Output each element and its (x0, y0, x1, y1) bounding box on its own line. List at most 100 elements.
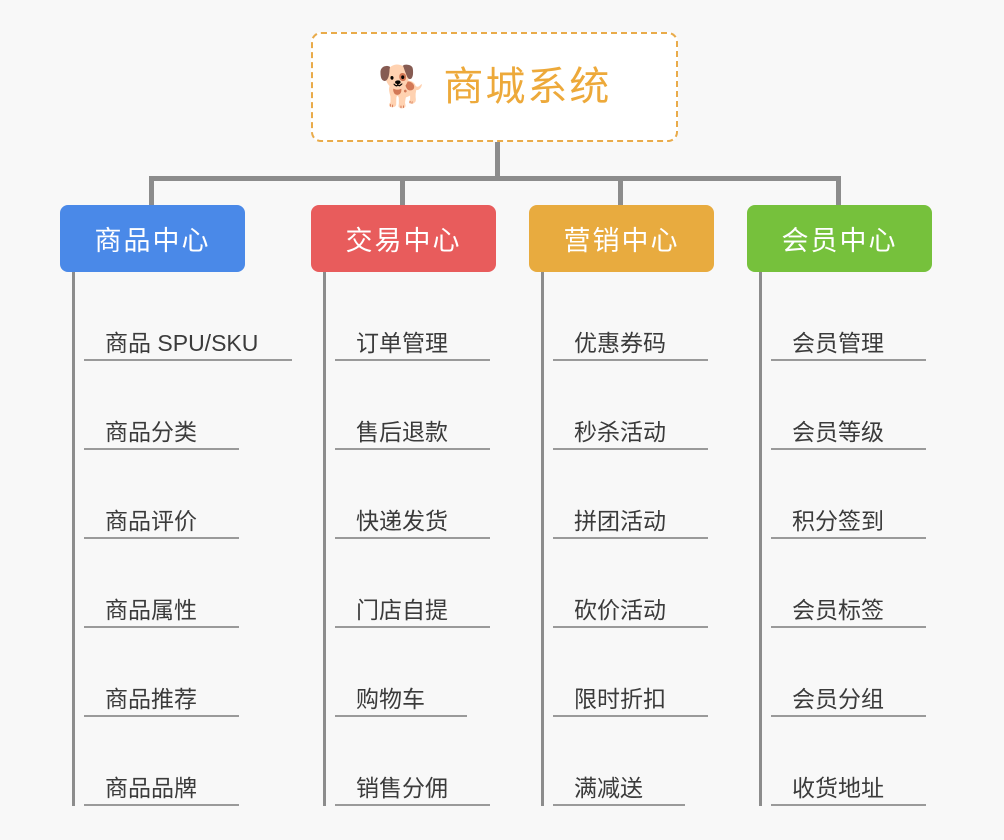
branch-bus-connector (149, 176, 841, 181)
leaf-item[interactable]: 售后退款 (323, 361, 531, 450)
leaf-item-label: 积分签到 (792, 507, 884, 534)
leaf-item[interactable]: 限时折扣 (541, 628, 749, 717)
leaf-underline (335, 715, 467, 717)
leaf-item[interactable]: 会员等级 (759, 361, 967, 450)
leaf-item[interactable]: 会员标签 (759, 539, 967, 628)
leaf-underline (335, 626, 490, 628)
shiba-dog-face-icon: 🐕 (377, 65, 428, 109)
leaf-item[interactable]: 门店自提 (323, 539, 531, 628)
leaf-item-label: 售后退款 (356, 418, 448, 445)
branch-product-center: 商品中心 商品 SPU/SKU 商品分类 商品评价 商品属性 商品推荐 (60, 205, 310, 806)
leaf-item-label: 优惠券码 (574, 329, 666, 356)
leaf-underline (553, 448, 708, 450)
leaf-item-label: 商品品牌 (105, 774, 197, 801)
leaf-underline (84, 448, 239, 450)
leaf-underline (84, 715, 239, 717)
leaf-item-label: 满减送 (574, 774, 643, 801)
leaf-item-label: 订单管理 (356, 329, 448, 356)
leaf-item-label: 限时折扣 (574, 685, 666, 712)
leaf-item-label: 商品评价 (105, 507, 197, 534)
branch-drop-connector-1 (149, 176, 154, 208)
leaf-item-label: 会员管理 (792, 329, 884, 356)
leaf-underline (771, 448, 926, 450)
leaf-item[interactable]: 会员分组 (759, 628, 967, 717)
leaf-underline (771, 715, 926, 717)
branch-header-label: 会员中心 (781, 226, 898, 256)
branch-trunk-line (323, 272, 326, 806)
leaf-item-label: 销售分佣 (356, 774, 448, 801)
leaf-underline (84, 359, 292, 361)
leaf-item-label: 砍价活动 (574, 596, 666, 623)
leaf-item[interactable]: 商品推荐 (72, 628, 310, 717)
branch-header-member-center[interactable]: 会员中心 (747, 205, 932, 272)
leaf-item-label: 商品分类 (105, 418, 197, 445)
branch-header-marketing-center[interactable]: 营销中心 (529, 205, 714, 272)
leaf-underline (771, 626, 926, 628)
branch-header-product-center[interactable]: 商品中心 (60, 205, 245, 272)
leaf-underline (335, 359, 490, 361)
leaf-list-member-center: 会员管理 会员等级 积分签到 会员标签 会员分组 收货地址 (747, 272, 967, 806)
leaf-item-label: 秒杀活动 (574, 418, 666, 445)
leaf-item[interactable]: 满减送 (541, 717, 749, 806)
leaf-underline (553, 804, 685, 806)
leaf-item[interactable]: 积分签到 (759, 450, 967, 539)
leaf-item[interactable]: 商品品牌 (72, 717, 310, 806)
leaf-item-label: 商品 SPU/SKU (105, 329, 259, 356)
leaf-item-label: 会员等级 (792, 418, 884, 445)
branch-header-label: 交易中心 (345, 226, 462, 256)
branch-header-label: 营销中心 (563, 226, 680, 256)
leaf-underline (84, 537, 239, 539)
leaf-item[interactable]: 订单管理 (323, 272, 531, 361)
leaf-underline (84, 804, 239, 806)
branch-trunk-line (72, 272, 75, 806)
leaf-list-marketing-center: 优惠券码 秒杀活动 拼团活动 砍价活动 限时折扣 满减送 (529, 272, 749, 806)
branch-trade-center: 交易中心 订单管理 售后退款 快递发货 门店自提 购物车 (311, 205, 531, 806)
root-node-shopping-mall-system[interactable]: 🐕 商城系统 (311, 32, 678, 142)
leaf-underline (553, 537, 708, 539)
leaf-item-label: 购物车 (356, 685, 425, 712)
leaf-list-trade-center: 订单管理 售后退款 快递发货 门店自提 购物车 销售分佣 (311, 272, 531, 806)
leaf-underline (771, 537, 926, 539)
branch-member-center: 会员中心 会员管理 会员等级 积分签到 会员标签 会员分组 (747, 205, 967, 806)
leaf-item[interactable]: 商品 SPU/SKU (72, 272, 310, 361)
branch-header-trade-center[interactable]: 交易中心 (311, 205, 496, 272)
leaf-item[interactable]: 收货地址 (759, 717, 967, 806)
leaf-item[interactable]: 销售分佣 (323, 717, 531, 806)
leaf-item[interactable]: 秒杀活动 (541, 361, 749, 450)
leaf-item[interactable]: 砍价活动 (541, 539, 749, 628)
leaf-underline (771, 359, 926, 361)
root-stem-connector (495, 142, 500, 178)
leaf-item-label: 商品属性 (105, 596, 197, 623)
leaf-item[interactable]: 商品属性 (72, 539, 310, 628)
leaf-underline (84, 626, 239, 628)
leaf-underline (553, 715, 708, 717)
leaf-item-label: 会员标签 (792, 596, 884, 623)
branch-header-label: 商品中心 (94, 226, 211, 256)
leaf-item-label: 收货地址 (792, 774, 884, 801)
branch-marketing-center: 营销中心 优惠券码 秒杀活动 拼团活动 砍价活动 限时折扣 (529, 205, 749, 806)
leaf-item[interactable]: 购物车 (323, 628, 531, 717)
leaf-item[interactable]: 商品分类 (72, 361, 310, 450)
leaf-item[interactable]: 拼团活动 (541, 450, 749, 539)
leaf-item[interactable]: 商品评价 (72, 450, 310, 539)
leaf-item[interactable]: 优惠券码 (541, 272, 749, 361)
leaf-item-label: 商品推荐 (105, 685, 197, 712)
root-node-title: 商城系统 (443, 65, 612, 109)
leaf-item-label: 门店自提 (356, 596, 448, 623)
leaf-item[interactable]: 快递发货 (323, 450, 531, 539)
branch-drop-connector-2 (400, 176, 405, 208)
branch-drop-connector-4 (836, 176, 841, 208)
leaf-item-label: 拼团活动 (574, 507, 666, 534)
leaf-item[interactable]: 会员管理 (759, 272, 967, 361)
leaf-item-label: 会员分组 (792, 685, 884, 712)
leaf-item-label: 快递发货 (356, 507, 448, 534)
leaf-underline (771, 804, 926, 806)
leaf-underline (335, 804, 490, 806)
leaf-underline (335, 448, 490, 450)
leaf-list-product-center: 商品 SPU/SKU 商品分类 商品评价 商品属性 商品推荐 商品品牌 (60, 272, 310, 806)
branch-trunk-line (541, 272, 544, 806)
branch-drop-connector-3 (618, 176, 623, 208)
leaf-underline (335, 537, 490, 539)
leaf-underline (553, 359, 708, 361)
